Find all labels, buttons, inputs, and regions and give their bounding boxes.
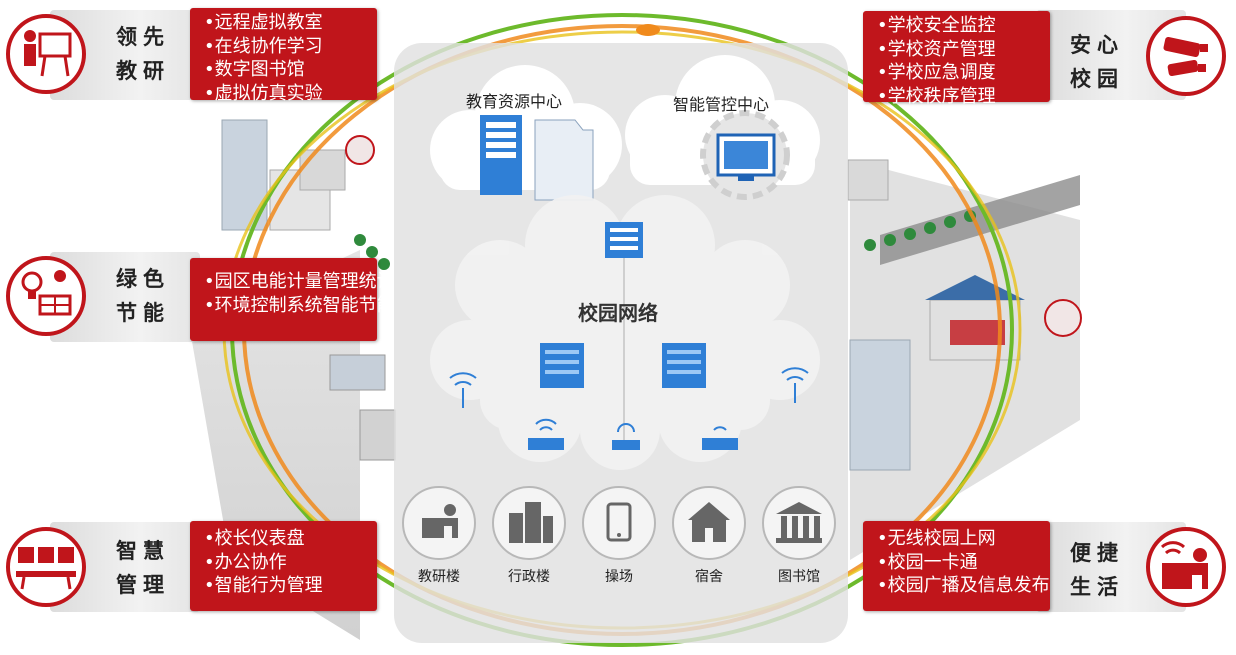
green-icon-circle (6, 256, 86, 336)
building-label: 图书馆 (778, 569, 820, 585)
gear-monitor-icon (700, 110, 790, 200)
person-at-desk-wifi-icon (1160, 541, 1208, 589)
teacher-blackboard-icon (24, 30, 72, 77)
green-label: 绿色 节能 (116, 267, 170, 325)
life-icon-circle (1146, 527, 1226, 607)
green-list: •园区电能计量管理统计 •环境控制系统智能节能 (190, 258, 395, 341)
dormitory-circle (672, 486, 746, 560)
server-folder-icon (480, 115, 594, 201)
research-icon-circle (6, 14, 86, 94)
safety-label: 安心 校园 (1070, 33, 1124, 91)
wifi-router-left-icon (528, 418, 564, 450)
research-label: 领先 教研 (116, 25, 170, 83)
library-circle (762, 486, 836, 560)
core-switch-icon (605, 222, 643, 258)
bulb-solar-panel-icon (21, 270, 72, 316)
building-label: 行政楼 (508, 569, 550, 585)
teacher-desk-icon (422, 504, 458, 538)
building-label: 教研楼 (418, 569, 460, 585)
building-label: 宿舍 (695, 569, 723, 585)
admin-building-circle (492, 486, 566, 560)
meeting-screens-icon (16, 547, 76, 590)
teaching-building-circle (402, 486, 476, 560)
resource-center-title: 教育资源中心 (466, 92, 563, 111)
antenna-right-icon (781, 367, 809, 403)
wifi-router-center-icon (612, 423, 640, 450)
research-list: •远程虚拟教室 •在线协作学习 •数字图书馆 •虚拟仿真实验 (190, 8, 377, 104)
switch-left-icon (540, 343, 584, 388)
wifi-router-right-icon (702, 426, 738, 450)
life-label: 便捷 生活 (1070, 541, 1124, 599)
management-list: •校长仪表盘 •办公协作 •智能行为管理 (190, 521, 377, 611)
life-list: •无线校园上网 •校园一卡通 •校园广播及信息发布 (863, 521, 1050, 611)
tablet-icon (606, 502, 632, 542)
library-columns-icon (776, 502, 822, 543)
management-label: 智慧 管理 (116, 539, 170, 597)
building-label: 操场 (605, 569, 633, 585)
playground-circle (582, 486, 656, 560)
safety-icon-circle (1146, 16, 1226, 96)
switch-right-icon (662, 343, 706, 388)
management-icon-circle (6, 527, 86, 607)
security-camera-icon (1163, 36, 1208, 77)
network-title: 校园网络 (578, 301, 658, 325)
control-center-title: 智能管控中心 (673, 95, 770, 114)
office-building-icon (509, 502, 553, 543)
antenna-left-icon (449, 372, 477, 408)
safety-list: •学校安全监控 •学校资产管理 •学校应急调度 •学校秩序管理 (863, 11, 1050, 107)
house-icon (688, 502, 730, 542)
